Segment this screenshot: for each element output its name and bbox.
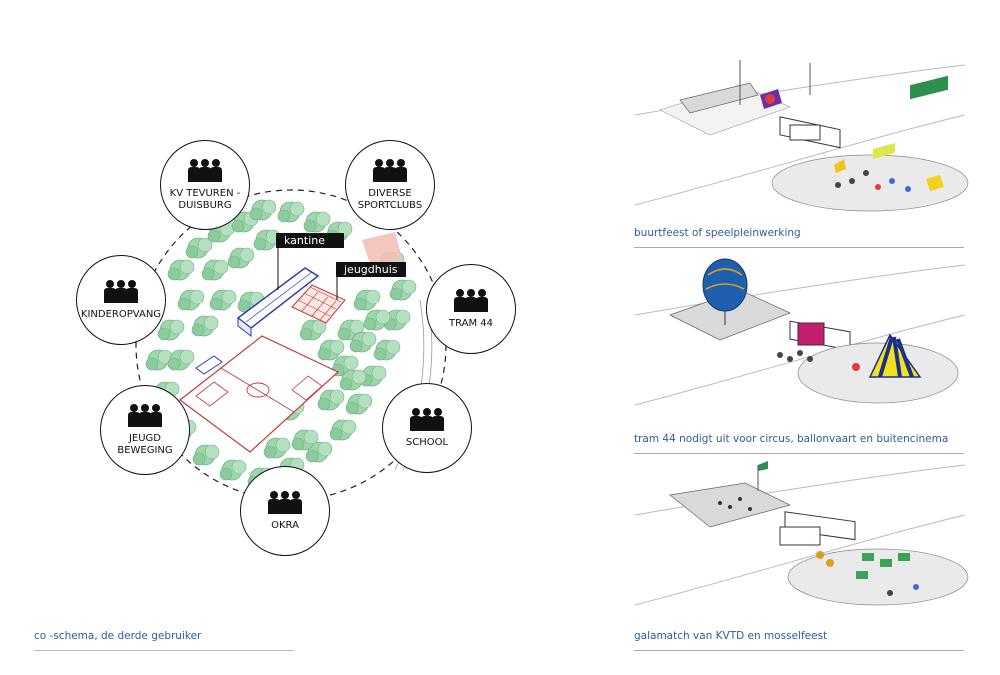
people-icon (410, 408, 444, 431)
scenario-1-scene (634, 60, 969, 212)
tree (303, 211, 331, 233)
tree (157, 319, 185, 341)
diagram-caption-rule (34, 650, 294, 651)
tree (167, 349, 195, 371)
user-bubble-diverse-sportclubs: DIVERSE SPORTCLUBS (345, 140, 435, 230)
people-icon (104, 280, 138, 303)
scenario-2-caption: tram 44 nodigt uit voor circus, ballonva… (634, 433, 949, 445)
tree (263, 437, 291, 459)
people-icon (188, 159, 222, 182)
scenario-1-rule (634, 247, 964, 248)
tree (317, 389, 345, 411)
user-bubble-jeugd-beweging: JEUGD BEWEGING (100, 385, 190, 475)
tree (249, 199, 277, 221)
user-bubble-kinderopvang: KINDEROPVANG (76, 255, 166, 345)
kantine-label: kantine (276, 233, 344, 248)
user-bubble-label: OKRA (271, 520, 299, 531)
user-bubble-tram-44: TRAM 44 (426, 264, 516, 354)
jeugdhuis-label: jeugdhuis (336, 262, 406, 277)
tree (185, 237, 213, 259)
tree (167, 259, 195, 281)
tree (145, 349, 173, 371)
scenario-1-caption: buurtfeest of speelpleinwerking (634, 227, 801, 239)
tree (219, 459, 247, 481)
tree (373, 339, 401, 361)
user-bubble-kv-tevuren: KV TEVUREN - DUISBURG (160, 140, 250, 230)
tree (345, 393, 373, 415)
jeugdhuis-area (362, 232, 402, 270)
user-bubble-label: KINDEROPVANG (80, 309, 162, 320)
user-bubble-label: KV TEVUREN - DUISBURG (169, 188, 241, 211)
user-bubble-label: JEUGD BEWEGING (117, 433, 173, 456)
shed (195, 355, 223, 375)
tree (227, 247, 255, 269)
people-icon (268, 491, 302, 514)
tree (177, 289, 205, 311)
tree (201, 259, 229, 281)
user-bubble-label: TRAM 44 (448, 318, 494, 329)
scenario-3-scene (634, 461, 969, 606)
tree (389, 279, 417, 301)
tree (209, 289, 237, 311)
football-field (179, 335, 340, 453)
scenario-3-rule (634, 650, 964, 651)
user-bubble-okra: OKRA (240, 466, 330, 556)
user-bubble-label: SCHOOL (405, 437, 449, 448)
tree (277, 201, 305, 223)
tree (192, 444, 220, 466)
scenario-2-rule (634, 453, 964, 454)
jeugdhuis-building (291, 284, 346, 324)
people-icon (128, 404, 162, 427)
user-bubble-label: DIVERSE SPORTCLUBS (357, 188, 423, 211)
scenario-2-scene (634, 258, 966, 406)
kantine-building (236, 267, 320, 338)
diagram-caption: co -schema, de derde gebruiker (34, 630, 202, 642)
people-icon (454, 289, 488, 312)
scenario-3-caption: galamatch van KVTD en mosselfeest (634, 630, 828, 642)
tree (191, 315, 219, 337)
tree (299, 319, 327, 341)
people-icon (373, 159, 407, 182)
tree (353, 289, 381, 311)
user-bubble-school: SCHOOL (382, 383, 472, 473)
tree (329, 419, 357, 441)
